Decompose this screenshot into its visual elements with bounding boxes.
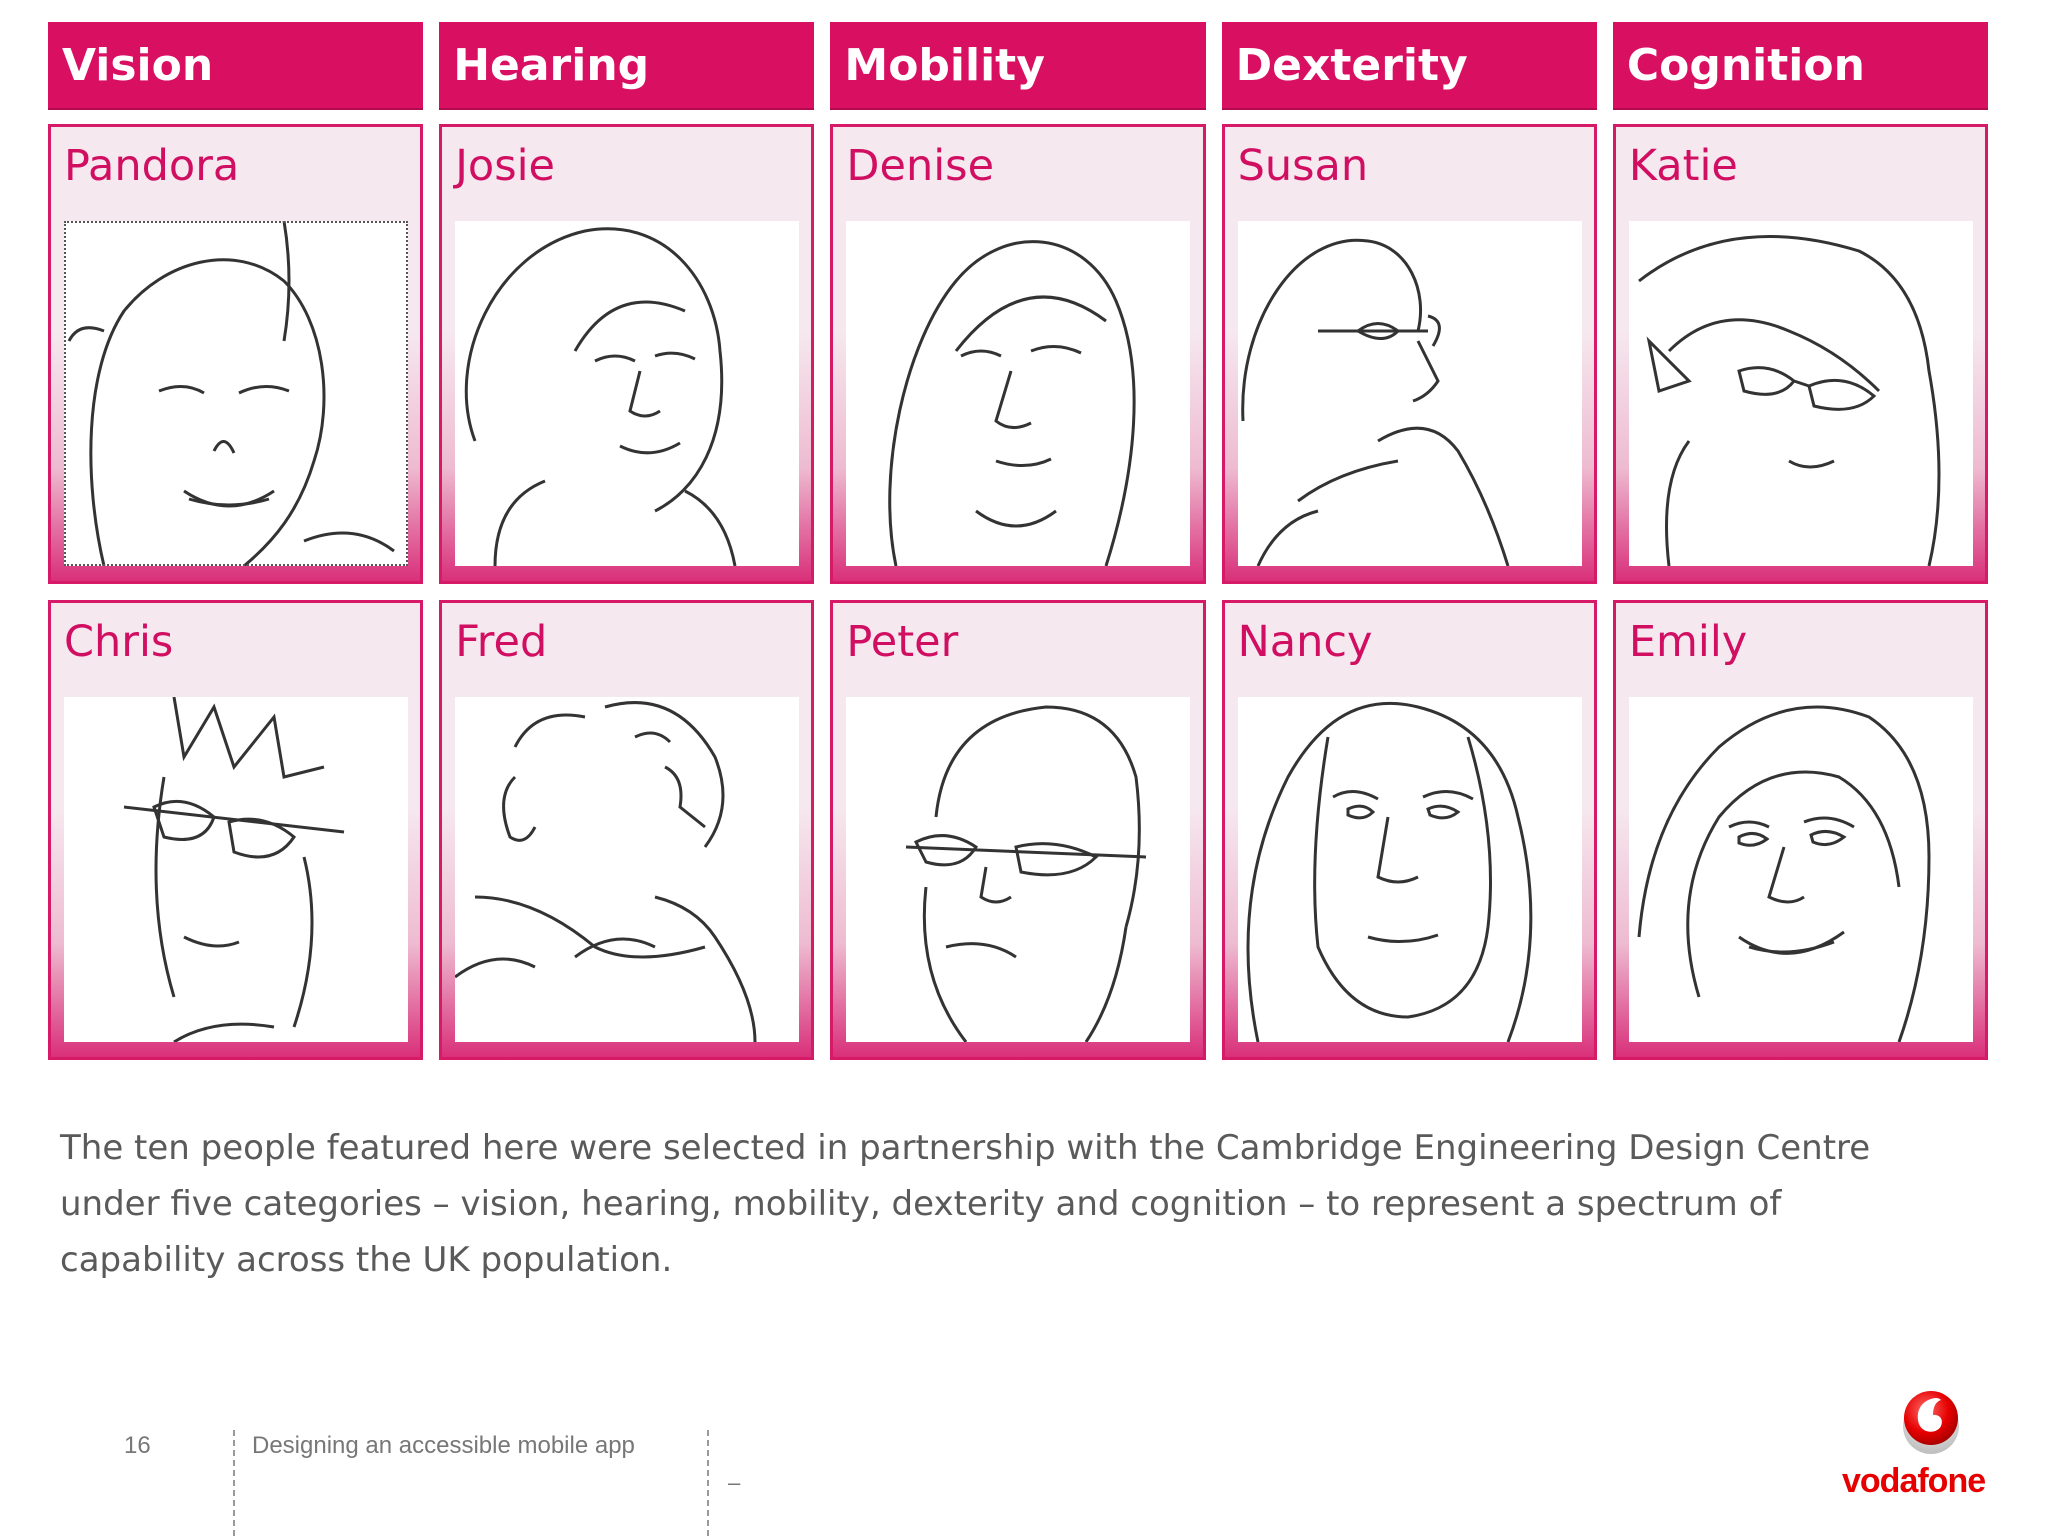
portrait-icon	[455, 221, 800, 566]
portrait-icon	[846, 697, 1191, 1042]
persona-name: Chris	[64, 617, 174, 667]
persona-grid: Vision Hearing Mobility Dexterity Cognit…	[48, 22, 1989, 1060]
category-header-hearing: Hearing	[439, 22, 815, 110]
category-header-cognition: Cognition	[1612, 22, 1989, 110]
persona-name: Peter	[846, 617, 959, 667]
persona-name: Denise	[846, 141, 995, 191]
portrait-icon	[1237, 221, 1582, 566]
vodafone-speechmark-logo-icon	[1903, 1391, 1959, 1454]
footer-divider	[707, 1430, 709, 1536]
persona-card-fred[interactable]: Fred	[439, 600, 815, 1060]
persona-name: Pandora	[64, 141, 240, 191]
portrait-icon	[1628, 697, 1973, 1042]
persona-card-peter[interactable]: Peter	[830, 600, 1206, 1060]
footer-dash: –	[728, 1470, 741, 1495]
portrait-icon	[846, 221, 1191, 566]
portrait-icon	[64, 221, 408, 566]
portrait-icon	[1628, 221, 1973, 566]
persona-card-emily[interactable]: Emily	[1612, 600, 1989, 1060]
category-header-vision: Vision	[48, 22, 424, 110]
page-number: 16	[124, 1432, 151, 1459]
category-label: Cognition	[1626, 39, 1865, 91]
persona-card-pandora[interactable]: Pandora	[48, 124, 424, 584]
persona-row-2: Chris Fred	[48, 600, 1989, 1060]
persona-card-chris[interactable]: Chris	[48, 600, 424, 1060]
persona-card-denise[interactable]: Denise	[830, 124, 1206, 584]
persona-row-1: Pandora Josie	[48, 124, 1989, 584]
persona-name: Katie	[1628, 141, 1738, 191]
portrait-icon	[1237, 697, 1582, 1042]
category-label: Vision	[62, 39, 214, 91]
category-label: Dexterity	[1235, 39, 1468, 91]
persona-card-susan[interactable]: Susan	[1221, 124, 1597, 584]
portrait-icon	[455, 697, 800, 1042]
persona-name: Emily	[1628, 617, 1748, 667]
vodafone-wordmark: vodafone	[1842, 1462, 1986, 1500]
category-label: Hearing	[453, 39, 650, 91]
category-label: Mobility	[844, 39, 1045, 91]
category-header-mobility: Mobility	[830, 22, 1206, 110]
vodafone-logo: vodafone	[1842, 1384, 2012, 1504]
persona-name: Josie	[455, 141, 555, 191]
footer-title: Designing an accessible mobile app	[252, 1432, 635, 1459]
persona-name: Fred	[455, 617, 548, 667]
persona-name: Nancy	[1237, 617, 1373, 667]
persona-name: Susan	[1237, 141, 1369, 191]
portrait-icon	[64, 697, 408, 1042]
persona-card-josie[interactable]: Josie	[439, 124, 815, 584]
persona-card-nancy[interactable]: Nancy	[1221, 600, 1597, 1060]
category-header-dexterity: Dexterity	[1221, 22, 1597, 110]
category-header-row: Vision Hearing Mobility Dexterity Cognit…	[48, 22, 1989, 110]
persona-card-katie[interactable]: Katie	[1612, 124, 1989, 584]
footer-divider	[233, 1430, 235, 1536]
caption-paragraph: The ten people featured here were select…	[60, 1128, 1871, 1280]
